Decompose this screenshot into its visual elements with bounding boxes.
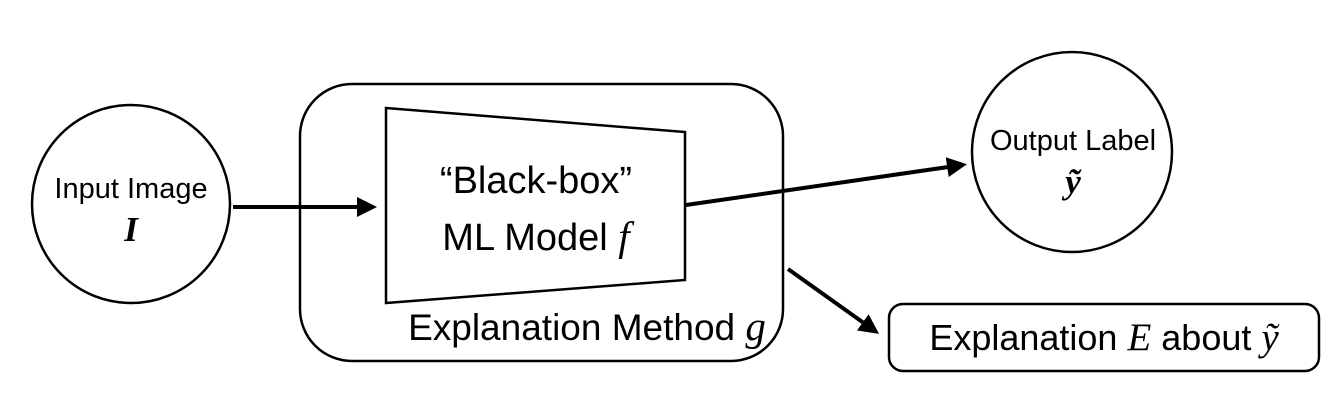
input-node-label-text: Input Image [54,173,208,205]
method-container-label: Explanation Method g [392,303,782,351]
arrow-model-to-output [685,157,967,207]
model-node-label-line2: ML Model f [396,209,676,266]
arrow-method-to-explanation [786,267,880,334]
explanation-node-label: Explanation E about ỹ [889,304,1319,371]
output-node-label: Output Label ỹ [973,122,1173,204]
explanation-node-part1: Explanation [929,316,1118,358]
method-container-symbol: g [745,303,766,349]
output-label-node [970,50,1174,254]
explanation-method-container [298,82,785,363]
output-node-symbol: ỹ [1065,162,1081,201]
method-container-label-text: Explanation Method [408,307,736,348]
explanation-node-symbol-e: E [1127,316,1152,359]
input-image-node [30,103,232,305]
input-node-symbol: I [124,210,138,249]
model-node-label-line1: “Black-box” [439,160,633,202]
blackbox-model-shape [384,106,687,305]
explanation-node-part2: about [1161,316,1252,358]
explanation-node-symbol-y: ỹ [1261,316,1279,359]
model-node-label-text: ML Model [442,217,608,259]
model-node-symbol: f [618,213,630,259]
output-node-label-text: Output Label [989,125,1157,157]
input-node-label: Input Image I [31,170,231,252]
explanation-box [887,302,1321,373]
model-node-label: “Black-box” ML Model f [396,154,676,266]
